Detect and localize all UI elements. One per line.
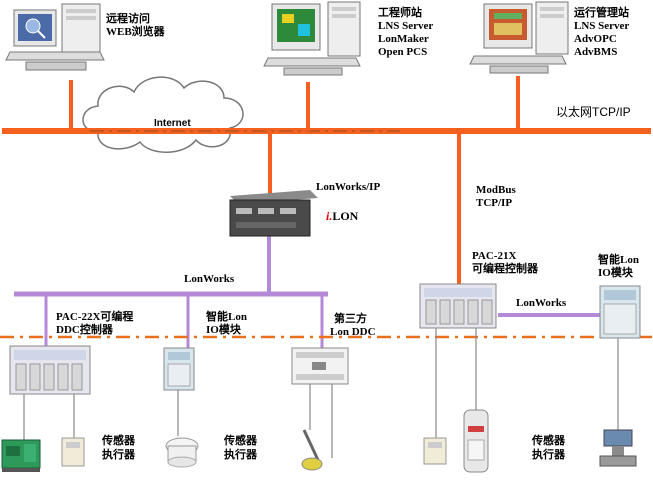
io-module-left	[163, 347, 195, 391]
pac21x-device	[419, 283, 497, 329]
field-wiring	[23, 328, 619, 458]
sensor-right-line2: 执行器	[532, 449, 565, 461]
sensor-left	[61, 437, 85, 467]
modbus-line1: ModBus	[476, 184, 516, 196]
ethernet-label: 以太网TCP/IP	[556, 105, 631, 119]
ilon-suffix: LON	[332, 209, 359, 223]
io-left-line2: IO模块	[206, 324, 241, 336]
lonworks-left-label: LonWorks	[184, 273, 235, 285]
generator-device	[1, 439, 41, 472]
engineer-line3: LonMaker	[378, 33, 429, 45]
io-right-line1: 智能Lon	[598, 254, 639, 266]
smoke-detector	[165, 437, 199, 468]
pac21x-line2: 可编程控制器	[472, 263, 538, 275]
ilon-device	[229, 190, 318, 237]
operator-line4: AdvBMS	[574, 46, 618, 58]
engineer-line4: Open PCS	[378, 46, 428, 58]
io-module-right	[599, 285, 641, 339]
operator-line2: LNS Server	[574, 20, 630, 32]
lonworks-right-label: LonWorks	[516, 297, 567, 309]
engineer-line2: LNS Server	[378, 20, 434, 32]
sensor-right-line1: 传感器	[532, 435, 565, 447]
sensor-middle-line1: 传感器	[224, 435, 257, 447]
sensor-left-line2: 执行器	[102, 449, 135, 461]
engineer-line1: 工程师站	[378, 7, 422, 19]
lamp-actuator	[301, 429, 323, 471]
io-right-line2: IO模块	[598, 267, 633, 279]
pac22x-line2: DDC控制器	[56, 324, 113, 336]
remote-line2: WEB浏览器	[106, 26, 165, 38]
pac21x-line1: PAC-21X	[472, 250, 517, 262]
third-party-ddc	[291, 347, 349, 385]
ilon-label: i.LON	[326, 210, 358, 222]
ilon-prefix: i.	[326, 209, 333, 223]
sensor-left-line1: 传感器	[102, 435, 135, 447]
modbus-line2: TCP/IP	[476, 197, 513, 209]
internet-label: Internet	[154, 118, 191, 129]
internet-cloud	[82, 76, 244, 153]
third-party-line2: Lon DDC	[330, 326, 376, 338]
pac22x-line1: PAC-22X可编程	[56, 311, 134, 323]
remote-line1: 远程访问	[106, 13, 150, 25]
operator-line3: AdvOPC	[574, 33, 617, 45]
operator-line1: 运行管理站	[574, 7, 629, 19]
remote-pc	[5, 3, 105, 71]
pac22x-device	[9, 345, 91, 395]
io-left-line1: 智能Lon	[206, 311, 247, 323]
sensor-right-a	[423, 437, 447, 465]
lonworks-ip-label: LonWorks/IP	[316, 181, 381, 193]
engineer-pc	[263, 1, 361, 76]
operator-pc	[469, 1, 569, 74]
valve-actuator	[599, 429, 637, 467]
third-party-line1: 第三方	[334, 313, 367, 325]
sensor-middle-line2: 执行器	[224, 449, 257, 461]
water-heater	[463, 409, 489, 473]
